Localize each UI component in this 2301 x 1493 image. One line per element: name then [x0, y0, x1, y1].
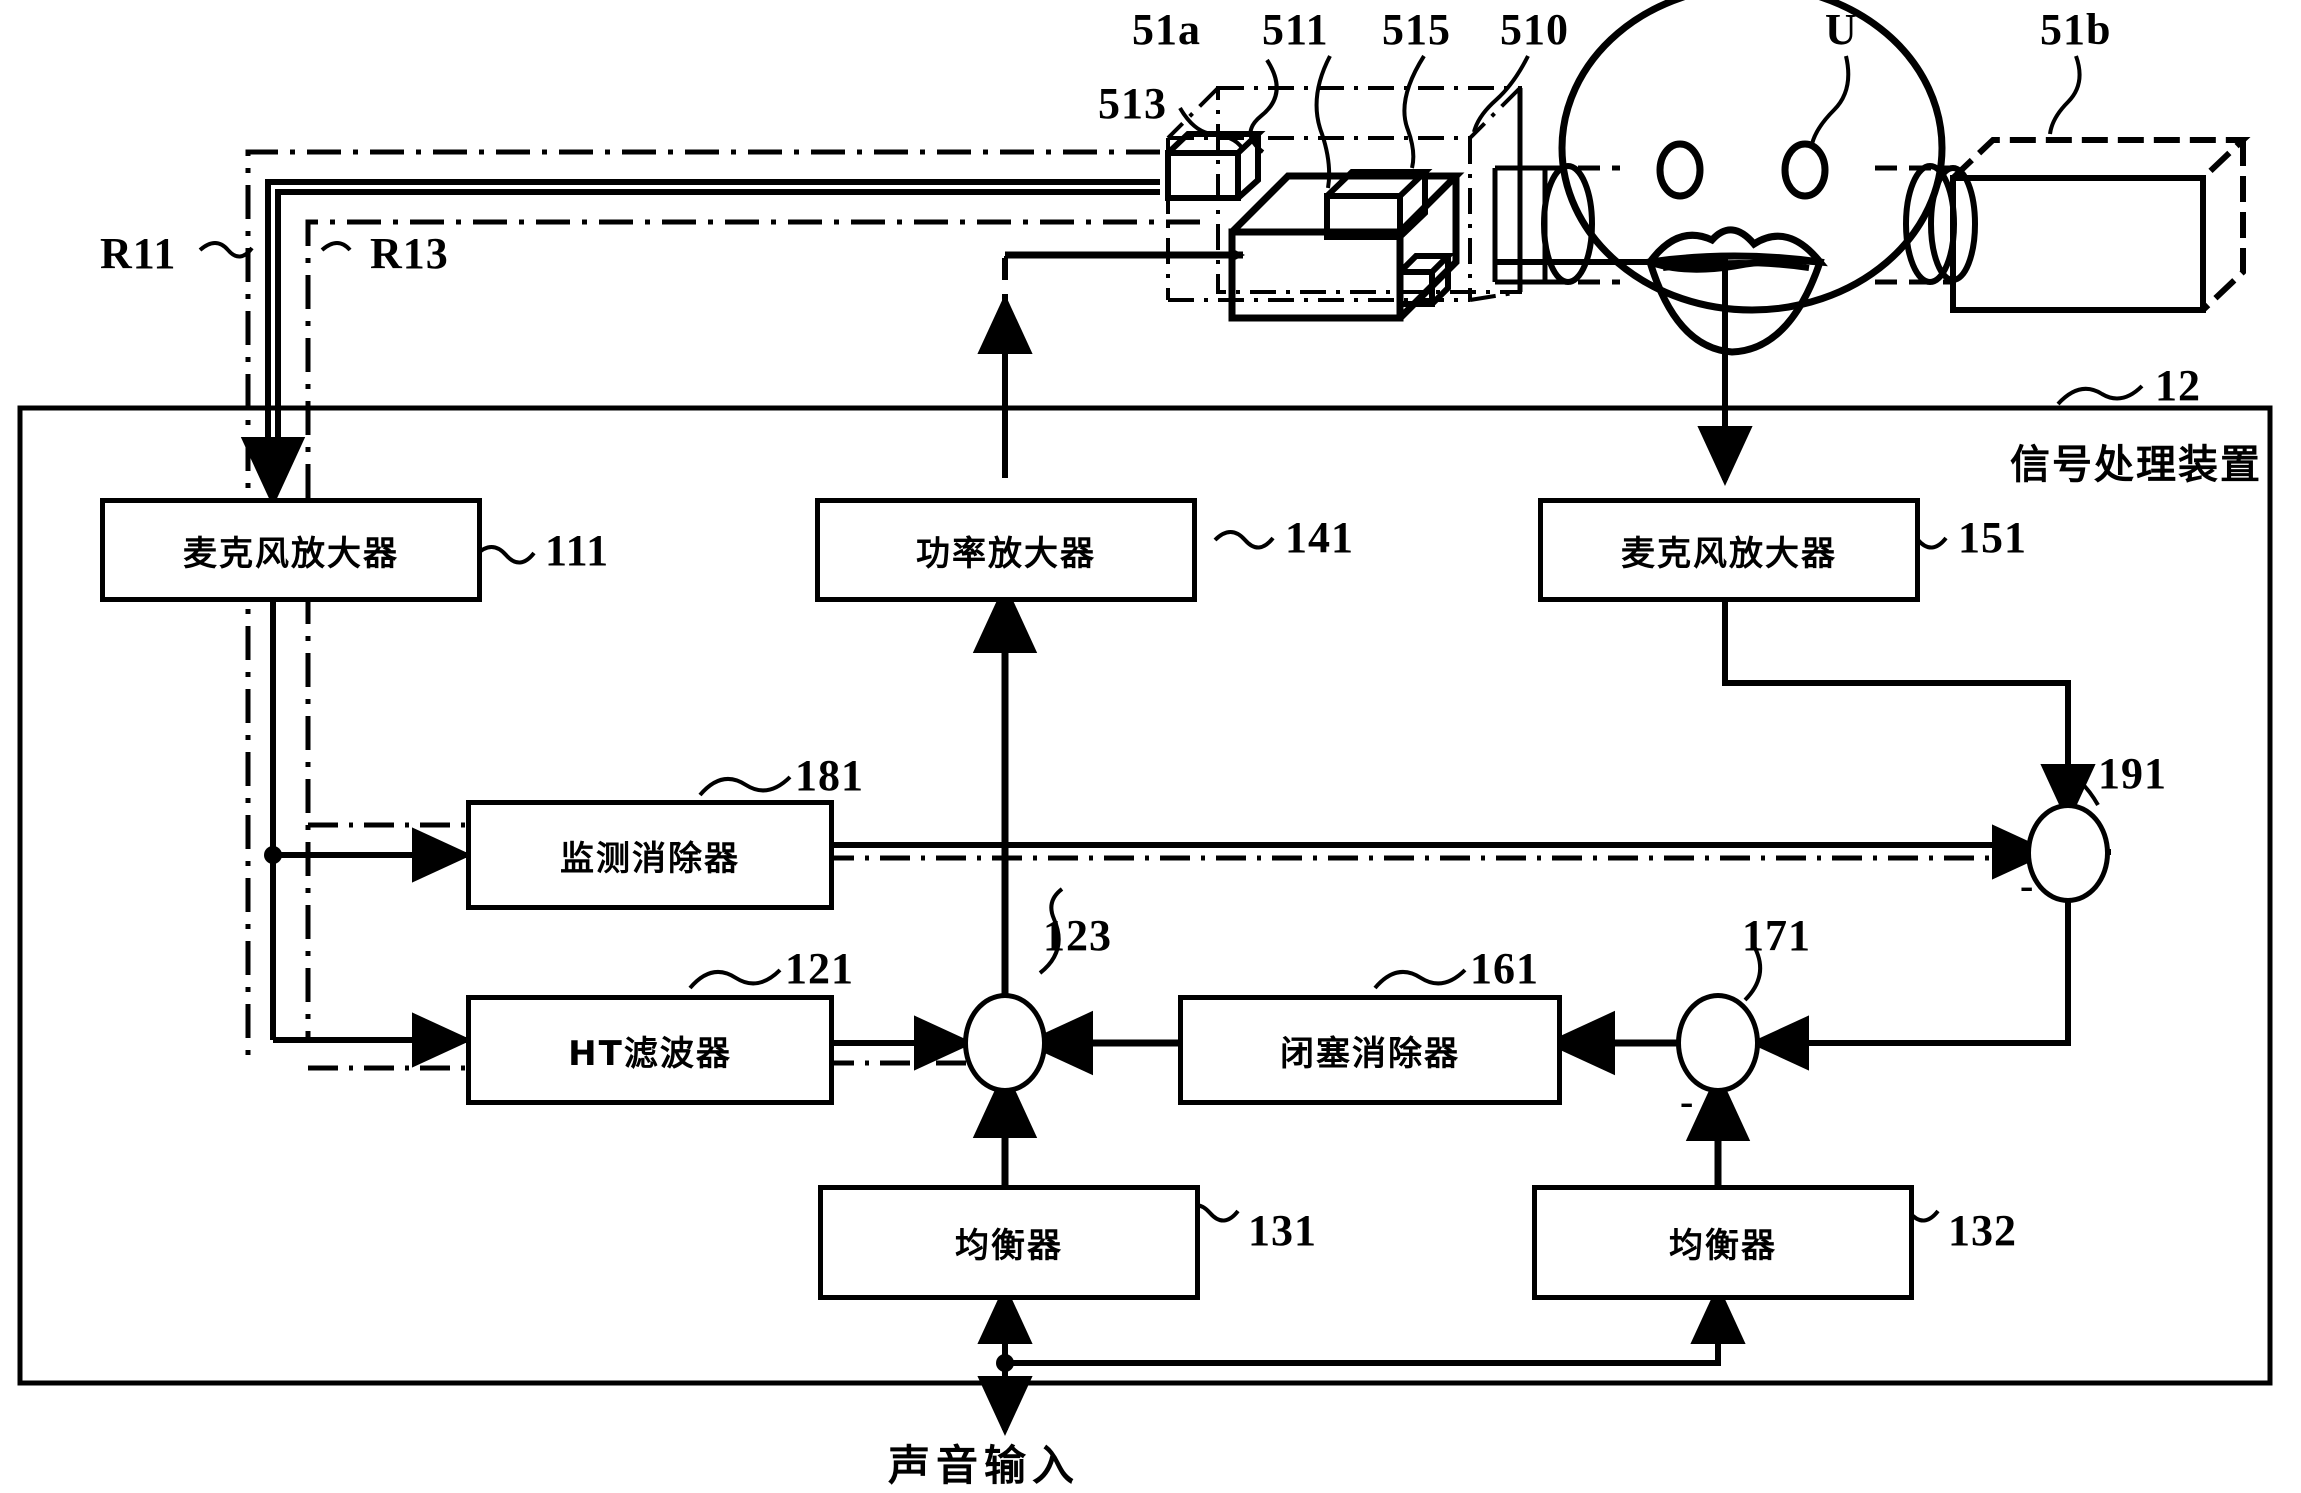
block-label: HT滤波器: [568, 1033, 732, 1074]
block-label: 均衡器: [1669, 1226, 1777, 1266]
block-label: 麦克风放大器: [1621, 533, 1837, 574]
ref-121: 121: [785, 944, 854, 993]
ref-191: 191: [2098, 749, 2167, 798]
sound-input-label: 声音输入: [888, 1441, 1081, 1490]
block-ht-filter-121[interactable]: HT滤波器: [466, 995, 834, 1105]
block-label: 麦克风放大器: [183, 533, 399, 574]
ref-171: 171: [1742, 911, 1811, 960]
block-mic-amp-111[interactable]: 麦克风放大器: [100, 498, 482, 602]
callout-U: U: [1825, 5, 1858, 54]
ref-161: 161: [1470, 944, 1539, 993]
block-label: 均衡器: [955, 1226, 1063, 1266]
callout-511: 511: [1262, 5, 1329, 54]
adder-191[interactable]: [2026, 803, 2110, 903]
callout-515: 515: [1382, 5, 1451, 54]
adder-171[interactable]: [1676, 993, 1760, 1093]
block-label: 监测消除器: [560, 838, 740, 879]
block-equalizer-131[interactable]: 均衡器: [818, 1185, 1200, 1300]
ref-132: 132: [1948, 1206, 2017, 1255]
ref-141: 141: [1285, 513, 1354, 562]
callout-R13: R13: [370, 229, 449, 278]
ref-12: 12: [2155, 361, 2201, 410]
block-label: 功率放大器: [916, 533, 1096, 574]
callout-R11: R11: [100, 229, 177, 278]
callout-510: 510: [1500, 5, 1569, 54]
ref-131: 131: [1248, 1206, 1317, 1255]
callout-51a: 51a: [1132, 5, 1201, 54]
block-equalizer-132[interactable]: 均衡器: [1532, 1185, 1914, 1300]
ref-123: 123: [1043, 911, 1112, 960]
device-title: 信号处理装置: [2010, 442, 2262, 488]
callout-51b: 51b: [2040, 5, 2112, 54]
ref-151: 151: [1958, 513, 2027, 562]
block-label: 闭塞消除器: [1280, 1033, 1460, 1074]
block-power-amp-141[interactable]: 功率放大器: [815, 498, 1197, 602]
block-mic-amp-151[interactable]: 麦克风放大器: [1538, 498, 1920, 602]
block-monitor-canceller-181[interactable]: 监测消除器: [466, 800, 834, 910]
adder-171-minus-sign: -: [1680, 1079, 1694, 1124]
adder-191-minus-sign: -: [2020, 863, 2034, 908]
ref-111: 111: [545, 526, 610, 575]
block-occlusion-canceller-161[interactable]: 闭塞消除器: [1178, 995, 1562, 1105]
ref-181: 181: [795, 751, 864, 800]
adder-123[interactable]: [963, 993, 1047, 1093]
callout-513: 513: [1098, 79, 1167, 128]
